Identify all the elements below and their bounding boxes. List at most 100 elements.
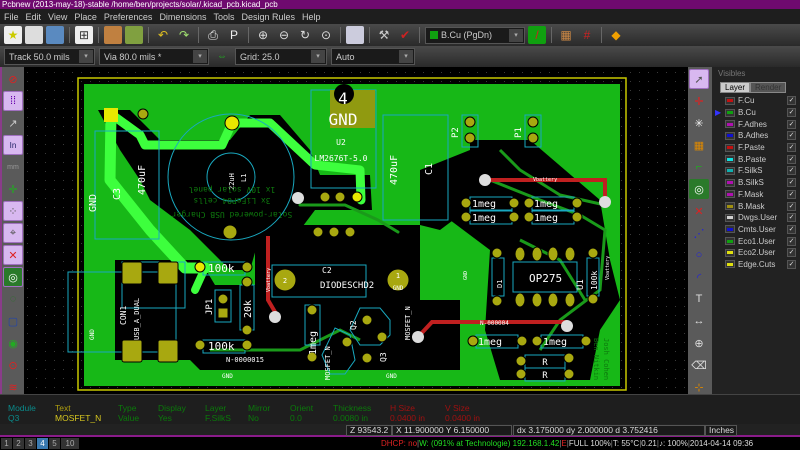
layer-row[interactable]: F.Cu✓ — [712, 95, 800, 107]
layer-color-swatch[interactable] — [725, 225, 735, 234]
menu-help[interactable]: Help — [302, 11, 321, 22]
print-icon[interactable]: ⎙ — [208, 27, 218, 42]
zoom-in-icon[interactable]: ⊕ — [257, 28, 269, 42]
layer-visible-checkbox[interactable]: ✓ — [787, 248, 796, 258]
module-ratsnest-icon[interactable]: ⌖ — [3, 223, 23, 243]
auto-delete-track-icon[interactable]: ✕ — [3, 245, 23, 265]
layer-color-swatch[interactable] — [725, 143, 735, 152]
find-icon[interactable] — [346, 26, 364, 44]
undo-icon[interactable]: ↶ — [157, 28, 169, 42]
polar-coords-icon[interactable]: ↗ — [8, 117, 18, 130]
layer-row[interactable]: Edge.Cuts✓ — [712, 259, 800, 271]
zone-outline-icon[interactable]: ◌ — [9, 293, 17, 305]
auto-track-width-icon[interactable]: ⇔ — [217, 51, 227, 62]
layer-row[interactable]: F.Paste✓ — [712, 142, 800, 154]
zone-sketch-icon[interactable]: ▢ — [7, 315, 19, 328]
open-board-icon[interactable] — [25, 26, 43, 44]
pad-sketch-icon[interactable]: ◉ — [8, 337, 18, 350]
workspace-button[interactable]: 4 — [37, 438, 48, 449]
menu-design-rules[interactable]: Design Rules — [241, 11, 296, 22]
layer-visible-checkbox[interactable]: ✓ — [787, 108, 796, 118]
layer-select[interactable]: B.Cu (PgDn)▾ — [425, 26, 525, 44]
menu-place[interactable]: Place — [74, 11, 97, 22]
layer-color-swatch[interactable] — [725, 120, 735, 129]
layer-visible-checkbox[interactable]: ✓ — [787, 154, 796, 164]
layer-visible-checkbox[interactable]: ✓ — [787, 224, 796, 234]
microwave-tools-icon[interactable]: ◆ — [611, 28, 621, 42]
via-size-select[interactable]: Via 80.0 mils *▾ — [99, 48, 209, 65]
plot-icon[interactable]: P — [229, 28, 238, 42]
layer-row[interactable]: ▶B.Cu✓ — [712, 107, 800, 119]
zoom-select[interactable]: Auto▾ — [331, 48, 415, 65]
layer-color-swatch[interactable] — [725, 190, 735, 199]
add-circle-icon[interactable]: ○ — [695, 249, 703, 261]
add-dimension-icon[interactable]: ↔ — [693, 315, 705, 327]
local-ratsnest-icon[interactable]: ✳ — [694, 117, 704, 130]
layer-color-swatch[interactable] — [725, 131, 735, 140]
menu-tools[interactable]: Tools — [213, 11, 235, 22]
zoom-out-icon[interactable]: ⊖ — [278, 28, 290, 42]
pcb-canvas[interactable]: 4 GND U2 LM2676T-5.0 C3 470uF GND 470uF … — [24, 67, 688, 394]
via-sketch-icon[interactable]: ⊙ — [8, 359, 18, 372]
layer-row[interactable]: F.Mask✓ — [712, 189, 800, 201]
layer-color-swatch[interactable] — [725, 155, 735, 164]
layer-row[interactable]: Eco1.User✓ — [712, 235, 800, 247]
layer-color-swatch[interactable] — [725, 202, 735, 211]
layer-visible-checkbox[interactable]: ✓ — [787, 166, 796, 176]
layer-visible-checkbox[interactable]: ✓ — [787, 96, 796, 106]
via-layer-pair-icon[interactable]: / — [528, 26, 546, 44]
layer-color-swatch[interactable] — [725, 178, 735, 187]
menu-edit[interactable]: Edit — [25, 11, 42, 22]
layer-color-swatch[interactable] — [725, 213, 735, 222]
layer-visible-checkbox[interactable]: ✓ — [787, 178, 796, 188]
add-track-icon[interactable]: ⌐ — [695, 161, 703, 173]
drc-icon[interactable]: ✔ — [399, 28, 411, 42]
layer-visible-checkbox[interactable]: ✓ — [787, 119, 796, 129]
add-arc-icon[interactable]: ◜ — [696, 271, 702, 284]
layer-visible-checkbox[interactable]: ✓ — [787, 143, 796, 153]
redraw-icon[interactable]: ↻ — [299, 28, 311, 42]
add-line-icon[interactable]: ⋰ — [693, 227, 705, 240]
workspace-button[interactable]: 10 — [61, 438, 79, 449]
add-text-icon[interactable]: T — [695, 293, 703, 305]
autoroute-icon[interactable]: # — [583, 28, 591, 42]
layer-row[interactable]: F.Adhes✓ — [712, 118, 800, 130]
mm-icon[interactable]: mm — [7, 163, 19, 171]
autoplace-icon[interactable]: ▦ — [560, 28, 572, 42]
layer-color-swatch[interactable] — [725, 260, 735, 269]
layer-row[interactable]: Dwgs.User✓ — [712, 212, 800, 224]
layer-row[interactable]: B.Mask✓ — [712, 200, 800, 212]
grid-select[interactable]: Grid: 25.0▾ — [235, 48, 327, 65]
module-viewer-icon[interactable] — [125, 26, 143, 44]
tab-render[interactable]: Render — [750, 82, 787, 93]
track-width-select[interactable]: Track 50.0 mils▾ — [4, 48, 95, 65]
layer-color-swatch[interactable] — [725, 96, 735, 105]
tab-layer[interactable]: Layer — [720, 82, 751, 93]
layer-visible-checkbox[interactable]: ✓ — [787, 213, 796, 223]
track-sketch-icon[interactable]: ≋ — [8, 381, 18, 394]
drc-off-icon[interactable]: ⊘ — [8, 73, 18, 86]
select-arrow-icon[interactable]: ➚ — [689, 69, 709, 89]
layer-row[interactable]: B.SilkS✓ — [712, 177, 800, 189]
grid-icon[interactable]: ⁞⁞ — [3, 91, 23, 111]
ratsnest-icon[interactable]: ⁘ — [3, 201, 23, 221]
workspace-button[interactable]: 5 — [49, 438, 60, 449]
new-board-icon[interactable]: ★ — [4, 26, 22, 44]
menu-dimensions[interactable]: Dimensions — [159, 11, 207, 22]
layer-color-swatch[interactable] — [725, 166, 735, 175]
workspace-button[interactable]: 1 — [1, 438, 12, 449]
grid-origin-icon[interactable]: ⊹ — [694, 381, 704, 394]
redo-icon[interactable]: ↷ — [178, 28, 190, 42]
module-editor-icon[interactable] — [104, 26, 122, 44]
save-icon[interactable] — [46, 26, 64, 44]
layer-visible-checkbox[interactable]: ✓ — [787, 236, 796, 246]
layer-visible-checkbox[interactable]: ✓ — [787, 131, 796, 141]
layer-color-swatch[interactable] — [725, 237, 735, 246]
layer-row[interactable]: Eco2.User✓ — [712, 247, 800, 259]
page-settings-icon[interactable]: ⊞ — [75, 26, 93, 44]
menu-file[interactable]: File — [4, 11, 19, 22]
add-module-icon[interactable]: ▦ — [693, 139, 705, 152]
layer-row[interactable]: Cmts.User✓ — [712, 224, 800, 236]
cursor-shape-icon[interactable]: ✛ — [8, 183, 18, 196]
inches-icon[interactable]: In — [3, 135, 23, 155]
